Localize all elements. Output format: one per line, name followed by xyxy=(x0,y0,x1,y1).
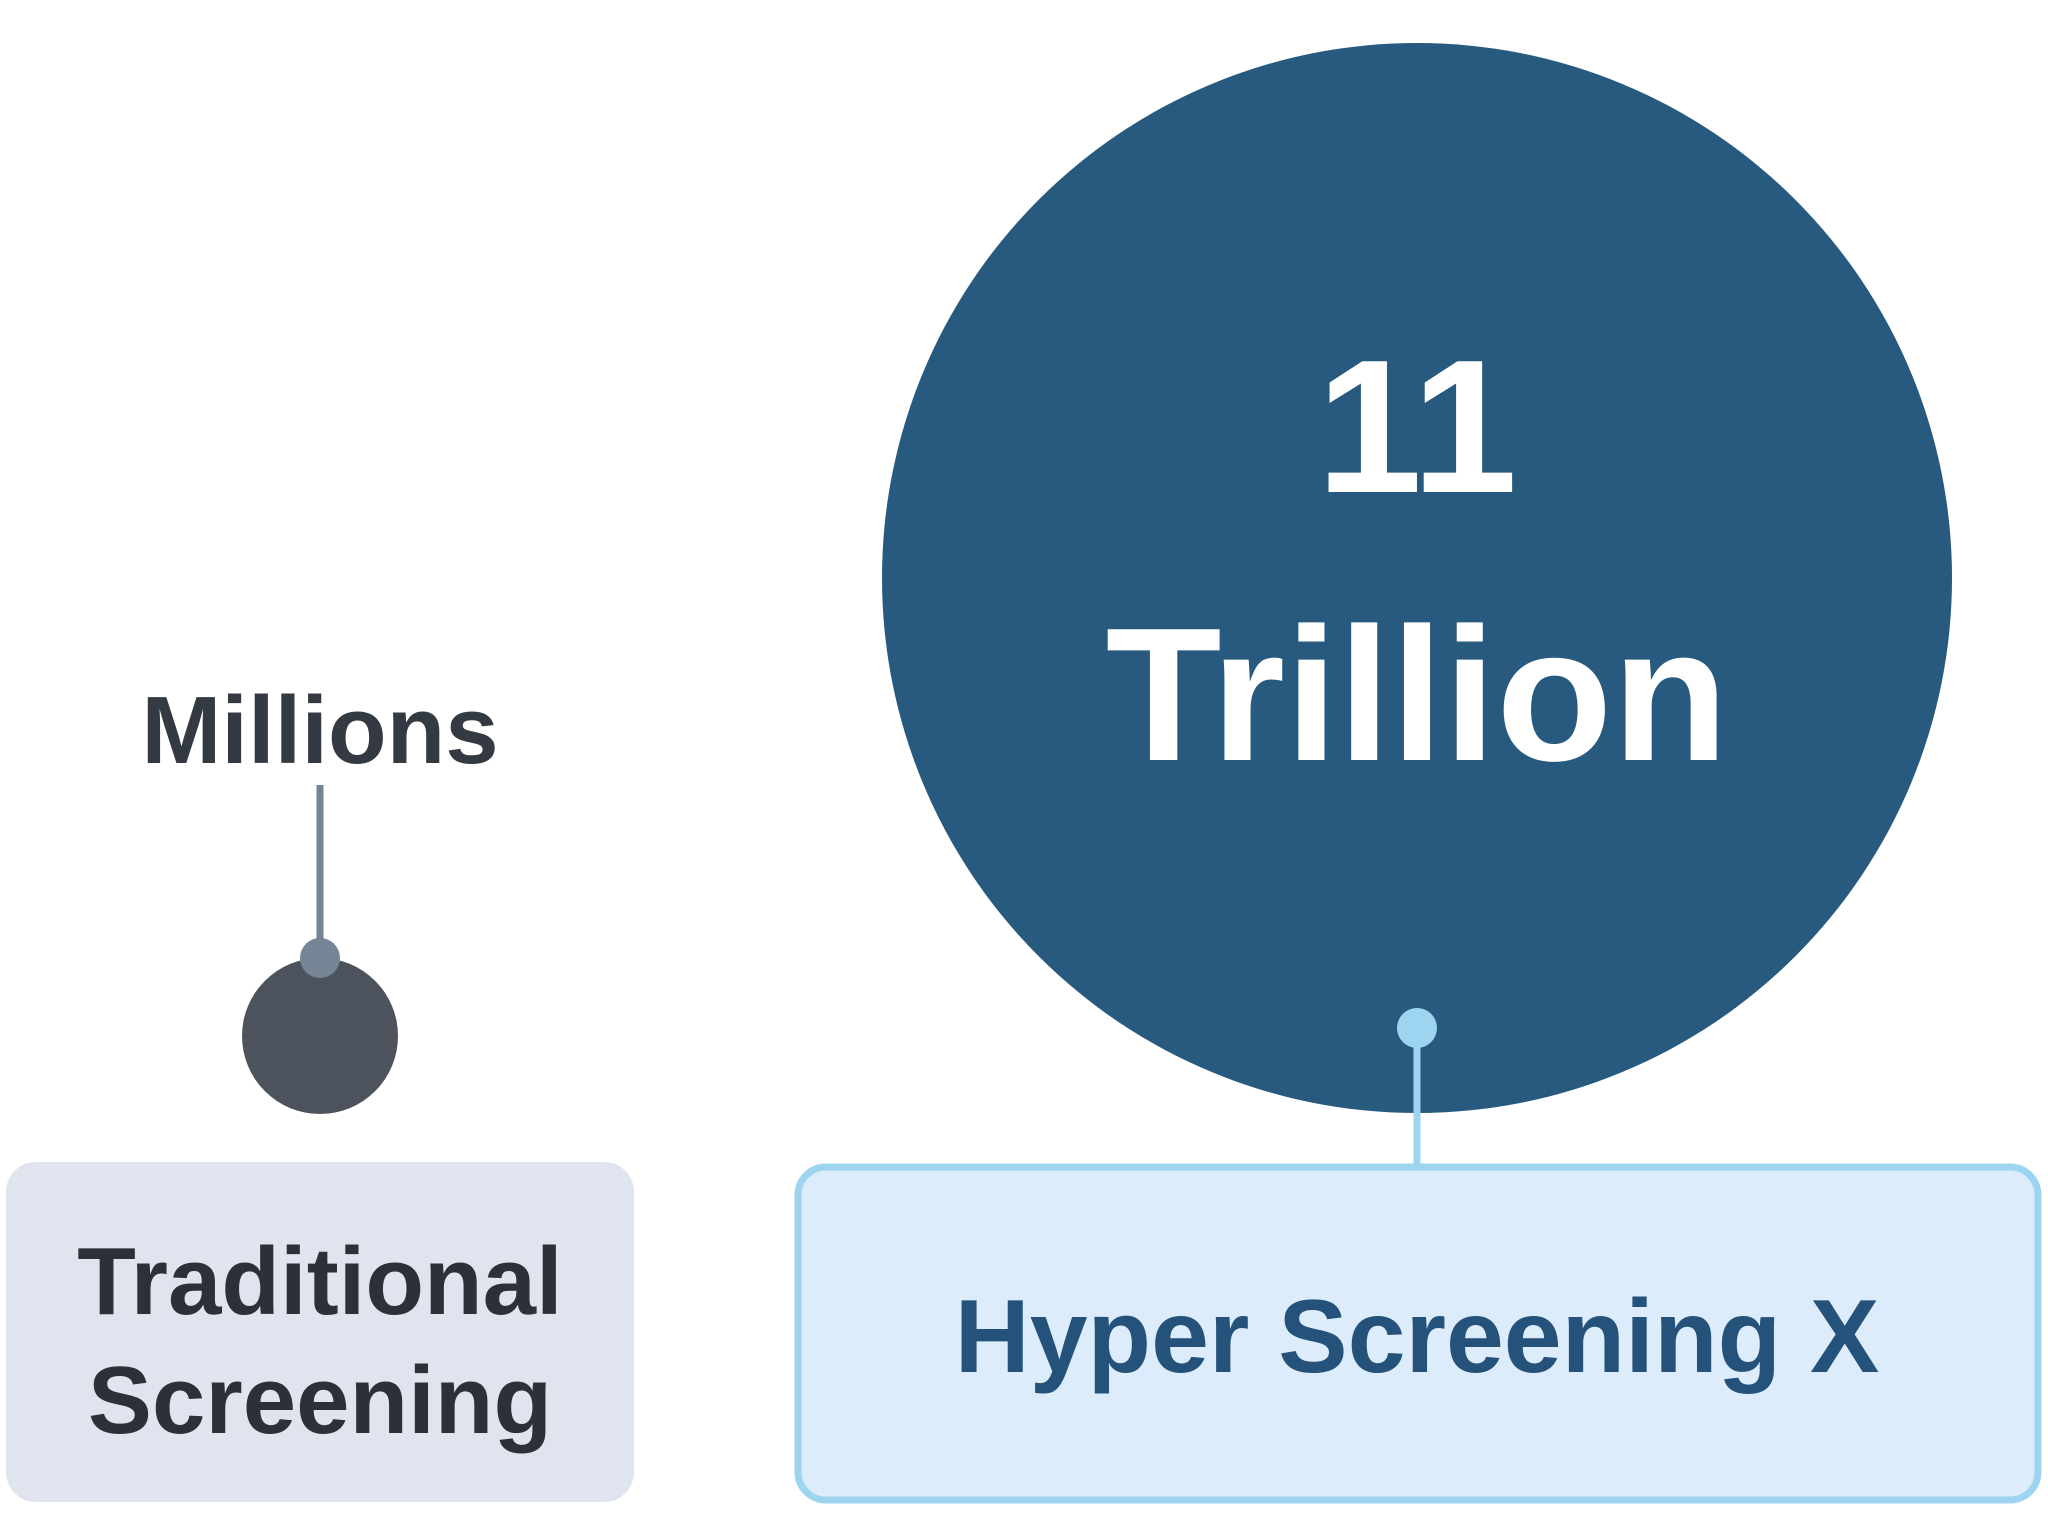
hyper-quantity-unit: Trillion xyxy=(1106,589,1729,801)
hyper-connector-dot xyxy=(1397,1008,1437,1048)
traditional-label-line1: Traditional xyxy=(77,1228,562,1335)
hyper-quantity-number: 11 xyxy=(1317,321,1518,533)
traditional-group: Millions Traditional Screening xyxy=(6,677,634,1502)
traditional-volume-circle xyxy=(242,958,398,1114)
hyper-volume-circle xyxy=(882,43,1952,1113)
traditional-label-box xyxy=(6,1162,634,1502)
hyper-label-box xyxy=(794,1163,2042,1504)
traditional-label-line2: Screening xyxy=(88,1347,552,1454)
hyper-group: 11 Trillion Hyper Screening X xyxy=(794,43,2042,1504)
traditional-connector-dot xyxy=(300,938,340,978)
hyper-label: Hyper Screening X xyxy=(955,1279,1880,1395)
traditional-quantity-label: Millions xyxy=(141,677,498,784)
